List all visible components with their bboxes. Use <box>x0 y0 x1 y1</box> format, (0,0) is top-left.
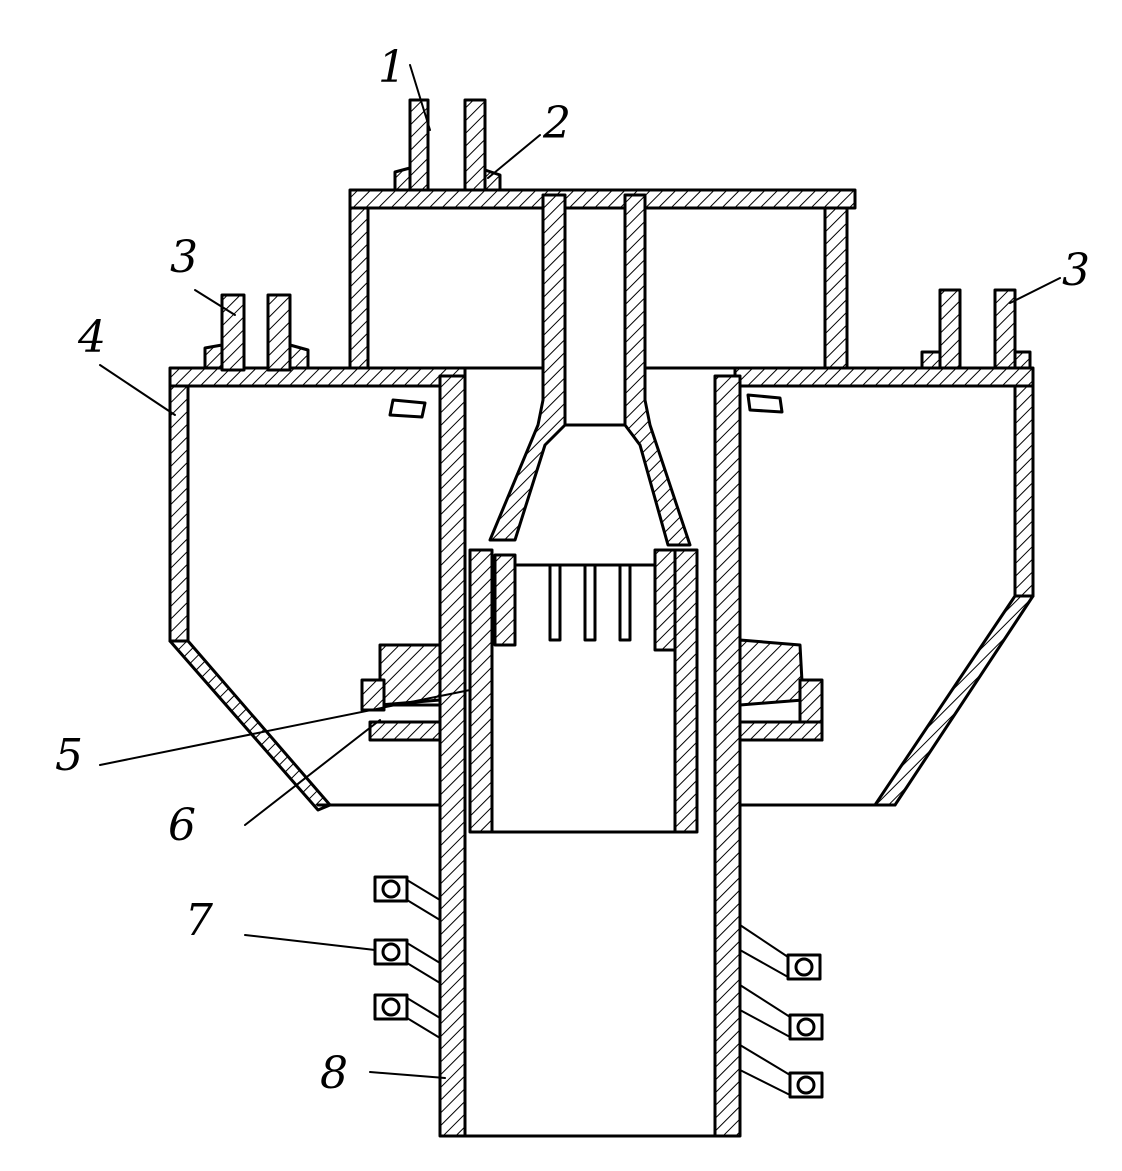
heating-coils-right <box>739 924 824 1099</box>
main-lid <box>168 366 1035 388</box>
top-inlet-pipe <box>393 98 502 197</box>
upper-chamber <box>348 188 857 370</box>
heating-coils-left <box>373 875 441 1039</box>
main-tube <box>438 374 742 1138</box>
label-7: 7 <box>185 895 213 946</box>
label-8: 8 <box>320 1048 348 1099</box>
callout-labels: 1 2 3 3 4 5 6 7 8 <box>55 42 1090 1099</box>
right-side-nozzle <box>920 288 1032 370</box>
leader-7 <box>244 934 376 951</box>
leader-5 <box>99 689 471 766</box>
leader-4 <box>99 364 176 416</box>
leader-1 <box>409 64 431 131</box>
left-side-nozzle <box>203 293 310 372</box>
label-4: 4 <box>77 312 106 363</box>
central-nozzle <box>488 193 692 547</box>
leader-8 <box>369 1071 446 1079</box>
label-3-right: 3 <box>1062 245 1090 296</box>
leader-3b <box>1009 277 1061 304</box>
label-2: 2 <box>542 98 571 149</box>
label-6: 6 <box>168 800 196 851</box>
label-1: 1 <box>378 42 406 93</box>
inner-sleeve <box>468 548 699 834</box>
leader-2 <box>487 134 541 179</box>
leader-6 <box>244 719 381 826</box>
label-5: 5 <box>55 730 83 781</box>
leader-3a <box>194 289 236 316</box>
slots <box>388 393 784 419</box>
support-ring-right <box>738 638 824 742</box>
comb-teeth <box>515 563 657 642</box>
outer-hopper <box>168 384 1035 812</box>
label-3-left: 3 <box>170 232 198 283</box>
leader-lines <box>99 64 1061 1079</box>
